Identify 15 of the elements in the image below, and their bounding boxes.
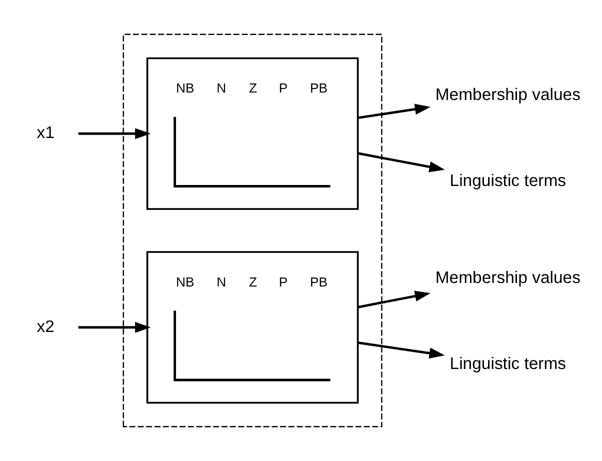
arrow (358, 152, 445, 172)
cluster (122, 34, 382, 428)
node-box: NB N Z P PB (146, 251, 359, 404)
arrow (358, 104, 431, 120)
node-text: Linguistic terms (450, 354, 566, 373)
node-text: x1 (36, 123, 54, 142)
node-box: NB N Z P PB (146, 57, 359, 210)
arrow (78, 128, 151, 140)
node-text: Membership values (435, 84, 580, 104)
arrow (358, 342, 445, 359)
arrow (358, 290, 430, 308)
node-text: Linguistic terms (450, 170, 566, 190)
node-text: Membership values (435, 268, 580, 287)
arrow (78, 322, 151, 333)
node-text: x2 (36, 316, 54, 336)
